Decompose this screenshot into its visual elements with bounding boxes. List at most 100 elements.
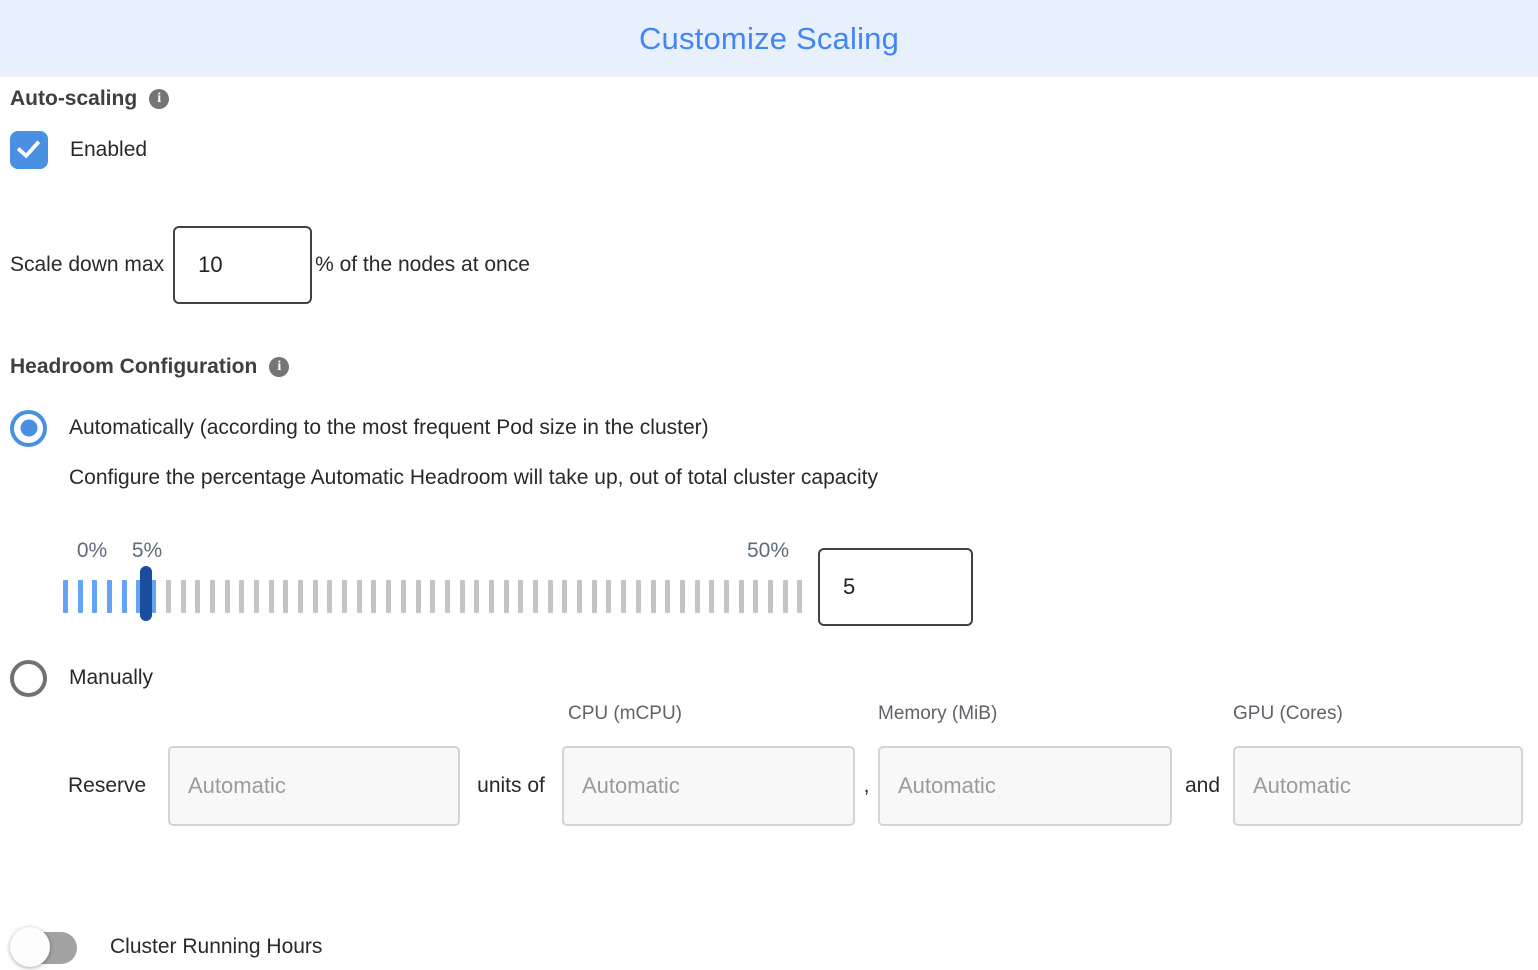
units-of-label: units of [477,774,545,797]
scale-down-max-input[interactable] [173,226,313,304]
toggle-knob [10,927,50,967]
column-spacer [849,703,872,727]
slider-handle[interactable] [140,566,153,621]
slider-tick [312,580,318,613]
column-spacer [1166,703,1227,727]
auto-scaling-info-icon[interactable]: i [149,89,170,109]
slider-tick [121,580,127,613]
scale-down-row: Scale down max % of the nodes at once [10,226,1528,304]
cpu-reserve-input[interactable] [562,746,855,826]
slider-max-label: 50% [746,539,790,562]
and-label: and [1184,774,1221,797]
slider-tick [797,580,803,613]
automatic-option-label: Automatically (according to the most fre… [69,416,709,439]
enabled-row: Enabled [10,131,1528,169]
radio-dot [20,419,37,437]
headroom-configuration-label: Headroom Configuration [10,355,258,378]
slider-tick [371,580,377,613]
slider-tick [430,580,436,613]
slider-tick [356,580,362,613]
memory-column-header: Memory (MiB) [878,703,998,724]
slider-tick [63,580,68,613]
slider-tick [195,580,201,613]
slider-tick [268,580,274,613]
reserve-label: Reserve [68,774,147,797]
auto-scaling-section-header: Auto-scaling i [10,86,1528,112]
enabled-label: Enabled [70,138,148,161]
slider-tick [679,580,685,613]
automatic-option-row: Automatically (according to the most fre… [10,409,1528,447]
slider-tick [400,580,406,613]
memory-reserve-input[interactable] [878,746,1172,826]
cluster-running-hours-toggle[interactable] [10,925,88,969]
slider-tick [768,580,773,613]
gpu-column-header: GPU (Cores) [1233,703,1343,724]
reserve-units-input[interactable] [168,746,460,826]
slider-tick [533,580,538,613]
slider-tick [107,580,113,613]
slider-tick [753,580,759,613]
slider-tick [180,580,186,613]
slider-tick [738,580,744,613]
cluster-running-hours-label: Cluster Running Hours [110,935,323,958]
slider-tick [591,580,597,613]
manually-option-label: Manually [69,666,154,689]
slider-tick [723,580,729,613]
scale-down-suffix: % of the nodes at once [315,253,530,276]
slider-tick [503,580,509,613]
checkmark-icon [16,134,41,159]
slider-tick [782,580,788,613]
slider-tick [136,580,142,613]
slider-tick [342,580,348,613]
slider-tick [77,580,83,613]
slider-tick [327,580,333,613]
gpu-reserve-input[interactable] [1233,746,1523,826]
cpu-column-header: CPU (mCPU) [568,703,682,724]
slider-tick [621,580,627,613]
reserve-columns-header-row: CPU (mCPU) Memory (MiB) GPU (Cores) [10,703,1528,727]
slider-tick [635,580,641,613]
enabled-checkbox[interactable] [10,131,48,169]
slider-tick [209,580,215,613]
headroom-percentage-input[interactable] [818,548,973,626]
slider-tick [665,580,671,613]
comma-separator: , [863,774,870,797]
headroom-section-header: Headroom Configuration i [10,354,1528,380]
manual-option-row: Manually [10,659,1528,697]
slider-tick [92,580,98,613]
slider-tick [415,580,421,613]
slider-tick [239,580,245,613]
slider-tick [253,580,259,613]
slider-tick [151,580,157,613]
slider-tick [488,580,494,613]
slider-tick [444,580,450,613]
slider-tick [165,580,171,613]
slider-tick [694,580,700,613]
slider-tick [474,580,480,613]
slider-tick [518,580,524,613]
automatic-radio[interactable] [10,409,47,447]
manually-radio[interactable] [10,659,47,697]
headroom-description: Configure the percentage Automatic Headr… [69,466,878,489]
slider-tick [386,580,392,613]
slider-tick [459,580,465,613]
slider-tick [298,580,303,613]
slider-current-label: 5% [131,539,163,562]
slider-tick-row[interactable] [63,580,803,613]
headroom-info-icon[interactable]: i [269,357,290,377]
slider-tick [577,580,583,613]
dialog-header: Customize Scaling [0,0,1538,77]
slider-tick [709,580,715,613]
scale-down-prefix: Scale down max [10,253,165,276]
slider-min-label: 0% [76,539,108,562]
slider-tick [650,580,656,613]
slider-tick [606,580,612,613]
slider-tick [224,580,230,613]
dialog-content: Auto-scaling i Enabled Scale down max % … [0,86,1538,969]
auto-scaling-label: Auto-scaling [10,87,138,110]
slider-tick [547,580,553,613]
slider-tick [562,580,568,613]
slider-tick [283,580,289,613]
headroom-slider-block: 0% 5% 50% [63,539,1063,627]
